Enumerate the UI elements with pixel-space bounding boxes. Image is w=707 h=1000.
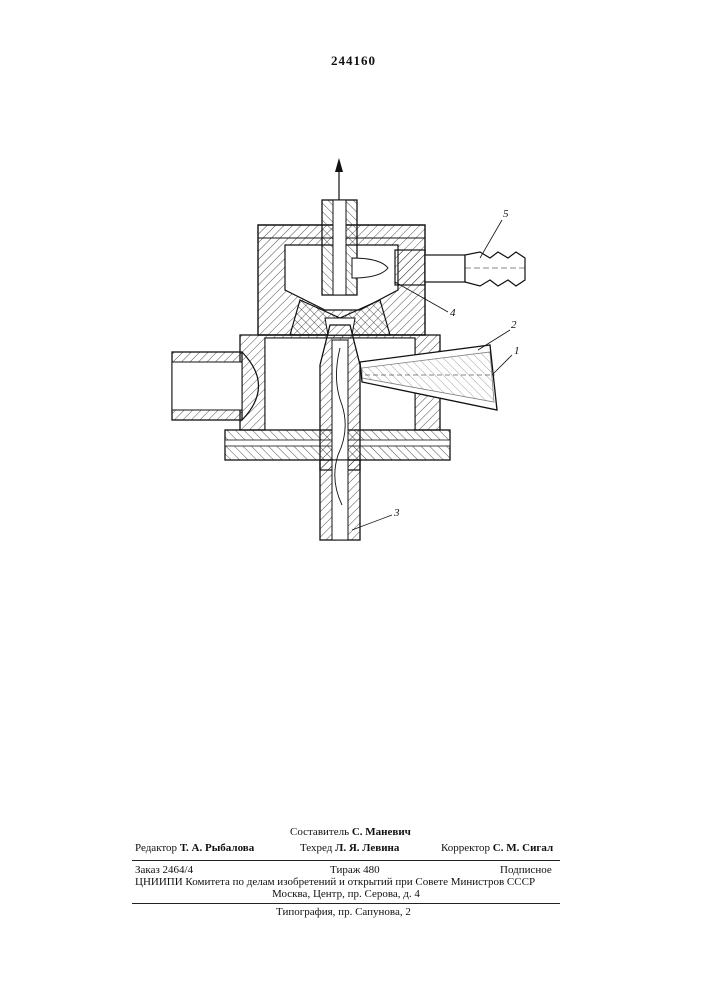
callout-3: 3 — [393, 507, 400, 519]
address-line: Москва, Центр, пр. Серова, д. 4 — [272, 888, 420, 900]
tech-name: Л. Я. Левина — [335, 842, 399, 854]
corrector-name: С. М. Сигал — [493, 842, 553, 854]
tech-credit: Техред Л. Я. Левина — [300, 842, 399, 854]
order-number: Заказ 2464/4 — [135, 864, 193, 876]
outlet-arrow — [335, 158, 343, 205]
imprint-top-rule — [132, 860, 560, 861]
outlet-tube — [322, 200, 357, 295]
editor-credit: Редактор Т. А. Рыбалова — [135, 842, 254, 854]
corrector-credit: Корректор С. М. Сигал — [441, 842, 553, 854]
callout-2: 2 — [511, 319, 517, 331]
tech-label: Техред — [300, 842, 332, 854]
compiler-credit: Составитель С. Маневич — [290, 826, 411, 838]
institute-line: ЦНИИПИ Комитета по делам изобретений и о… — [135, 876, 535, 888]
printing-house: Типография, пр. Сапунова, 2 — [276, 906, 411, 918]
compiler-name: С. Маневич — [352, 826, 411, 838]
editor-label: Редактор — [135, 842, 177, 854]
callout-5: 5 — [503, 208, 509, 220]
mixing-tube — [320, 325, 360, 540]
callout-4: 4 — [450, 307, 456, 319]
imprint-bottom-rule — [132, 903, 560, 904]
corrector-label: Корректор — [441, 842, 490, 854]
compiler-label: Составитель — [290, 826, 349, 838]
circulation: Тираж 480 — [330, 864, 380, 876]
editor-name: Т. А. Рыбалова — [180, 842, 254, 854]
subscription: Подписное — [500, 864, 552, 876]
callout-1: 1 — [514, 345, 520, 357]
